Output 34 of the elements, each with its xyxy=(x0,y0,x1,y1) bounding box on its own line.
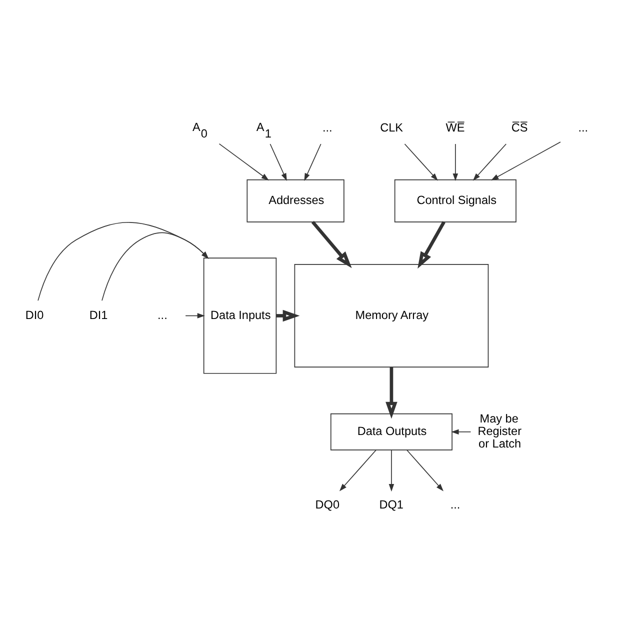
arrow xyxy=(404,143,438,180)
node-box: Addresses xyxy=(246,178,344,222)
arrow xyxy=(38,221,209,300)
node-text: ... xyxy=(450,498,460,512)
arrow xyxy=(218,142,269,180)
arrow xyxy=(418,220,446,268)
arrow xyxy=(472,143,507,180)
node-text: ... xyxy=(158,308,168,322)
node-text: CLK xyxy=(380,121,403,134)
node-text: DQ1 xyxy=(379,498,404,512)
arrow xyxy=(386,366,398,418)
arrow xyxy=(451,428,472,434)
node-text: ... xyxy=(578,121,588,134)
node-box: Data Inputs xyxy=(203,257,277,374)
node-text: W̅E̅ xyxy=(446,121,465,134)
arrow xyxy=(304,143,322,180)
arrow xyxy=(185,312,205,318)
node-text: DQ0 xyxy=(315,498,340,512)
arrow xyxy=(102,232,209,300)
arrow xyxy=(311,220,352,268)
arrow xyxy=(388,449,394,492)
arrow xyxy=(452,143,458,181)
node-text: May be Register or Latch xyxy=(478,412,522,450)
node-text: DI0 xyxy=(25,308,44,322)
node-box: Data Outputs xyxy=(330,412,452,450)
node-text: DI1 xyxy=(89,308,108,322)
arrow xyxy=(339,449,376,491)
arrow xyxy=(270,143,287,180)
node-box: Control Signals xyxy=(394,178,516,222)
node-text: C̅S̅ xyxy=(511,121,528,134)
arrow xyxy=(491,141,561,180)
node-box: Memory Array xyxy=(294,264,489,367)
node-text: ... xyxy=(322,121,332,134)
arrow xyxy=(406,449,444,491)
